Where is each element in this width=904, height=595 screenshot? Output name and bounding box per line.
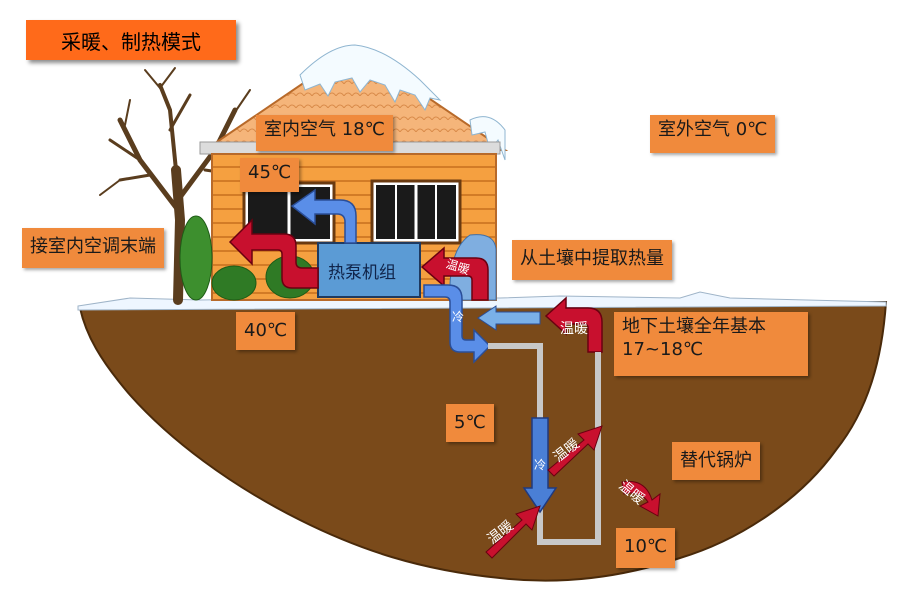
cold-left-arrow xyxy=(477,305,541,331)
shrub-green-1 xyxy=(179,215,213,301)
cold-down-arrow xyxy=(423,284,492,364)
extract-heat-label: 从土壤中提取热量 xyxy=(512,240,672,280)
soil-temp-line-1: 地下土壤全年基本 xyxy=(622,316,766,337)
warm-inflow-arrow xyxy=(420,246,489,301)
soil-temp-label: 地下土壤全年基本 17~18℃ xyxy=(614,312,808,376)
roof-snow xyxy=(299,44,442,112)
return-temp-label: 40℃ xyxy=(236,312,296,350)
shrub-green-2 xyxy=(211,265,257,301)
supply-temp-label: 45℃ xyxy=(240,158,300,192)
ground-temp-label: 10℃ xyxy=(616,528,676,568)
warm-supply-arrow xyxy=(228,218,319,289)
cold-tag-pipe: 冷 xyxy=(452,310,465,324)
heat-pump-box xyxy=(317,242,421,298)
cold-tag-loop: 冷 xyxy=(534,458,547,472)
return-arrow-blue xyxy=(290,188,357,244)
warm-tag-underground: 温暖 xyxy=(560,321,588,337)
heat-pump-label: 热泵机组 xyxy=(328,263,396,283)
indoor-air-label: 室内空气 18℃ xyxy=(256,115,393,151)
soil-warm-arrow-2 xyxy=(485,505,541,559)
soil-warm-arrow-3 xyxy=(621,480,661,517)
boiler-label: 替代锅炉 xyxy=(672,442,760,480)
mode-title: 采暖、制热模式 xyxy=(26,20,236,60)
outdoor-air-label: 室外空气 0℃ xyxy=(650,115,776,153)
loop-cold-arrow xyxy=(522,417,558,514)
ground-loop-pipe xyxy=(488,343,601,545)
soil-warm-arrow-1 xyxy=(547,425,603,477)
window-right xyxy=(370,179,462,245)
bare-tree xyxy=(99,67,256,305)
warm-up-arrow xyxy=(544,296,603,353)
terminal-label: 接室内空调末端 xyxy=(22,228,164,268)
cold-temp-label: 5℃ xyxy=(446,404,494,442)
soil-temp-line-2: 17~18℃ xyxy=(622,338,704,360)
